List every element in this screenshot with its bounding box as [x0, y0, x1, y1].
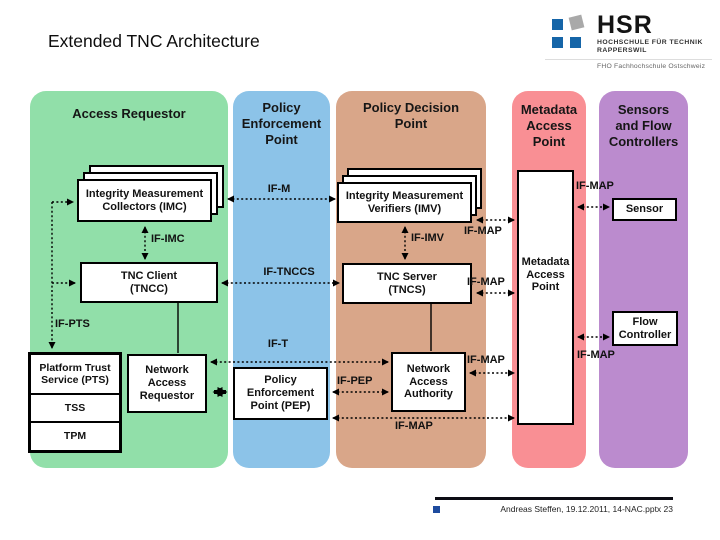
footer-bullet — [433, 506, 440, 513]
label-if-pts: IF-PTS — [55, 318, 90, 330]
column-sensors-flow-controllers: Sensors and Flow Controllers — [599, 91, 688, 468]
logo-square-blue-1 — [552, 19, 563, 30]
logo-square-blue-3 — [570, 37, 581, 48]
box-imc: Integrity Measurement Collectors (IMC) — [77, 179, 212, 222]
logo-school-line2: RAPPERSWIL — [597, 47, 647, 54]
box-tpm: TPM — [63, 430, 87, 443]
label-if-map-tncs: IF-MAP — [467, 276, 505, 288]
column-access-requestor-header: Access Requestor — [72, 106, 186, 121]
page-title: Extended TNC Architecture — [48, 31, 260, 51]
box-sensor: Sensor — [612, 198, 677, 221]
label-if-imc: IF-IMC — [151, 233, 185, 245]
box-pts-stack: Platform Trust Service (PTS) TSS TPM — [28, 352, 122, 453]
label-if-imv: IF-IMV — [411, 232, 444, 244]
column-metadata-access-point-header: Metadata Access Point — [520, 102, 578, 149]
box-pep: Policy Enforcement Point (PEP) — [233, 367, 328, 420]
box-flow-controller: Flow Controller — [612, 311, 678, 346]
label-if-map-naa: IF-MAP — [467, 354, 505, 366]
box-tncc: TNC Client (TNCC) — [80, 262, 218, 303]
logo-divider — [545, 59, 712, 60]
box-tss: TSS — [31, 395, 119, 423]
label-if-pep: IF-PEP — [337, 375, 373, 387]
logo-acronym: HSR — [597, 11, 653, 39]
label-if-m: IF-M — [267, 183, 291, 195]
footer-credit: Andreas Steffen, 19.12.2011, 14-NAC.pptx… — [500, 504, 673, 514]
box-naa: Network Access Authority — [391, 352, 466, 412]
column-policy-decision-point-header: Policy Decision Point — [362, 100, 460, 131]
logo-affiliation: FHO Fachhochschule Ostschweiz — [597, 63, 706, 70]
logo-square-gray — [568, 14, 585, 31]
column-sensors-flow-controllers-header: Sensors and Flow Controllers — [608, 102, 679, 149]
label-if-map-flow: IF-MAP — [577, 349, 615, 361]
logo-square-blue-2 — [552, 37, 563, 48]
box-pts: Platform Trust Service (PTS) — [31, 355, 119, 395]
label-if-map-pep: IF-MAP — [395, 420, 433, 432]
box-imv: Integrity Measurement Verifiers (IMV) — [337, 182, 472, 223]
box-map: Metadata Access Point — [517, 170, 574, 425]
label-if-tnccs: IF-TNCCS — [263, 266, 315, 278]
label-if-map-sensor: IF-MAP — [576, 180, 614, 192]
label-if-map-imv: IF-MAP — [464, 225, 502, 237]
logo-school-line1: HOCHSCHULE FÜR TECHNIK — [597, 39, 703, 46]
box-nar: Network Access Requestor — [127, 354, 207, 413]
label-if-t: IF-T — [267, 338, 289, 350]
footer-rule — [435, 497, 673, 500]
column-policy-enforcement-point-header: Policy Enforcement Point — [241, 100, 322, 147]
box-tncs: TNC Server (TNCS) — [342, 263, 472, 304]
